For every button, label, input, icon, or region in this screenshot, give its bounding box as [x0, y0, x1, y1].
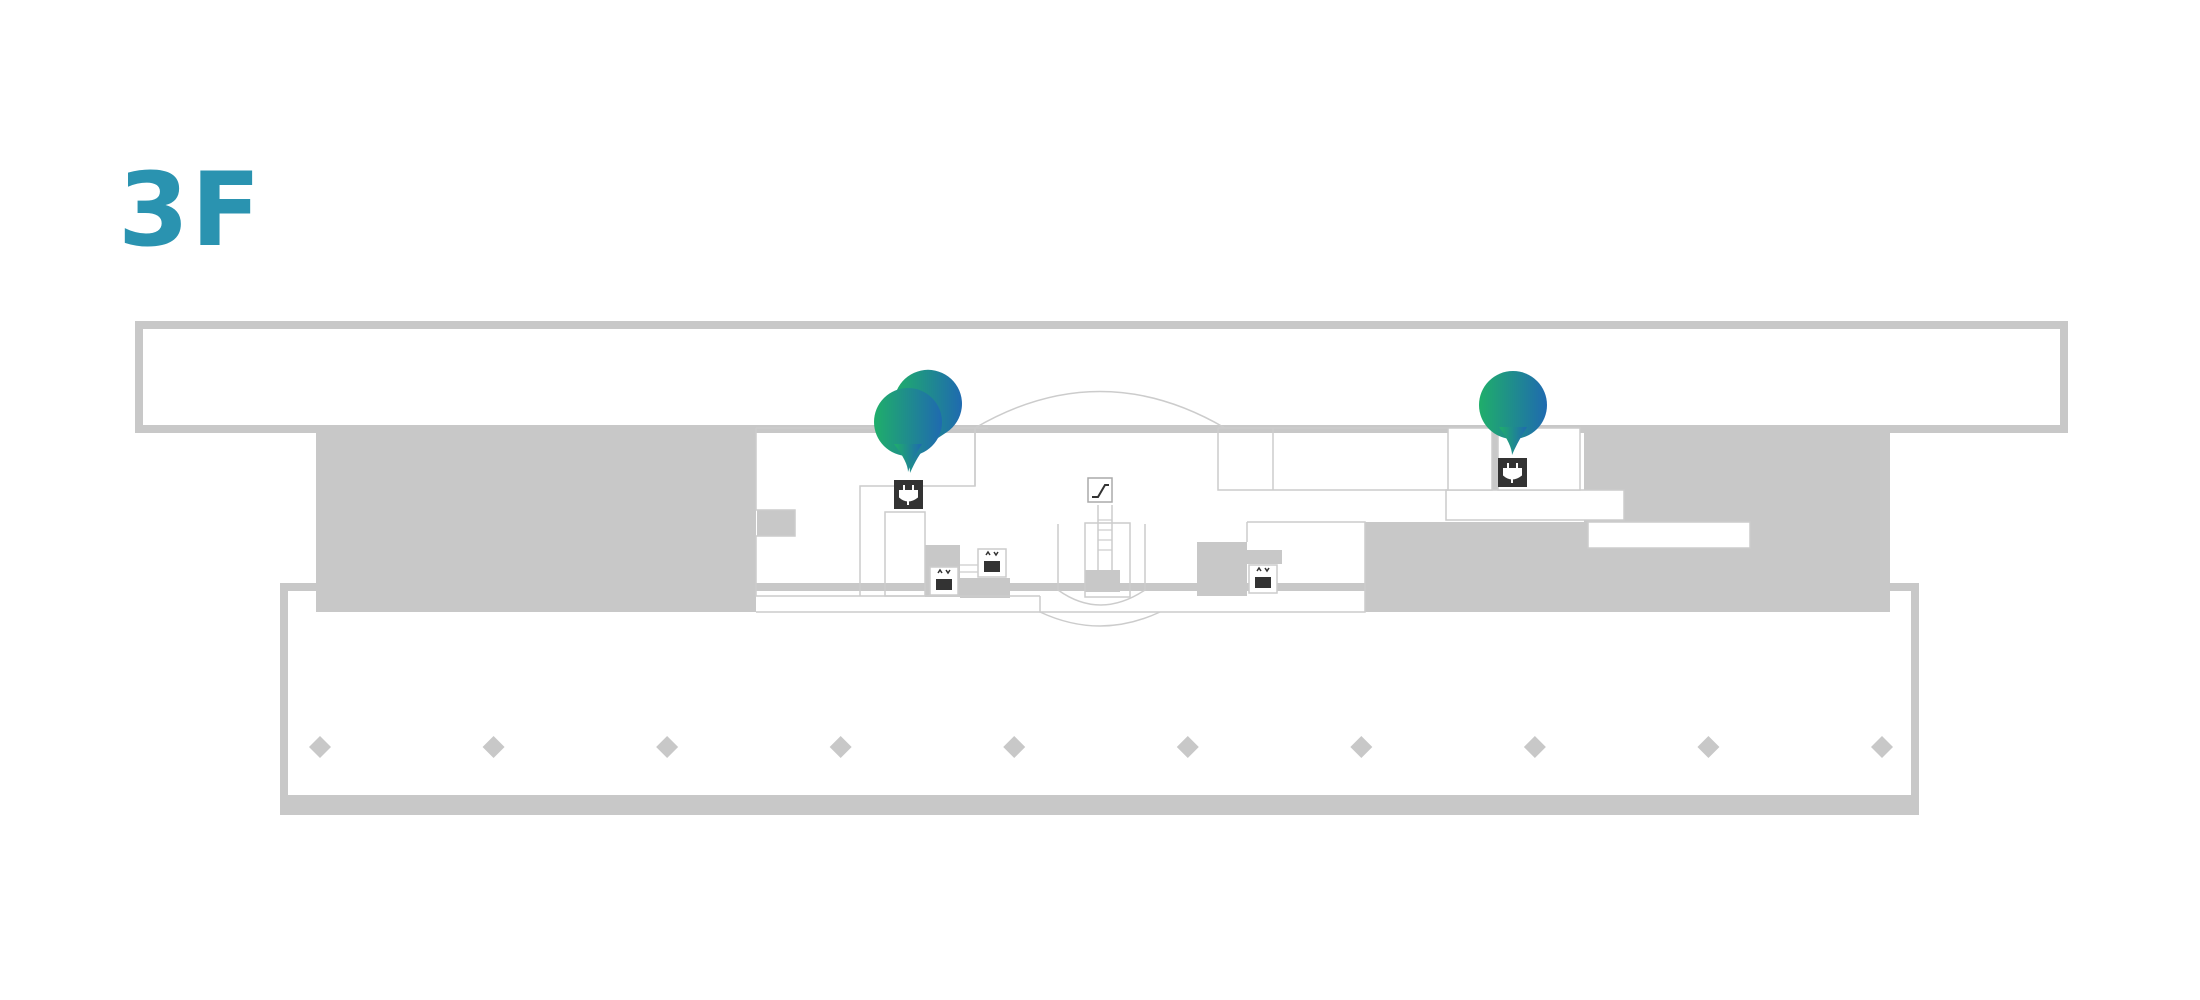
charging-pin-left[interactable] [874, 369, 962, 509]
column-marker [1871, 736, 1893, 758]
floor-label: 3F [118, 151, 263, 270]
column-marker [482, 736, 505, 758]
column-marker [1176, 736, 1199, 758]
column-marker [1697, 736, 1720, 758]
column-marker [309, 736, 331, 758]
escalator-icon[interactable] [1087, 477, 1113, 503]
elevator-icon-1[interactable] [929, 566, 959, 596]
column-marker [829, 736, 852, 758]
bottom-wall [280, 795, 1919, 815]
column-marker [656, 736, 679, 758]
column-marker [1350, 736, 1373, 758]
column-marker [1523, 736, 1546, 758]
charging-pin-right[interactable] [1479, 371, 1547, 487]
column-marker [1003, 736, 1026, 758]
elevator-icon-3[interactable] [1248, 564, 1278, 594]
room-outlines [755, 390, 1448, 627]
columns [309, 736, 1893, 758]
elevator-icon-2[interactable] [977, 548, 1007, 578]
